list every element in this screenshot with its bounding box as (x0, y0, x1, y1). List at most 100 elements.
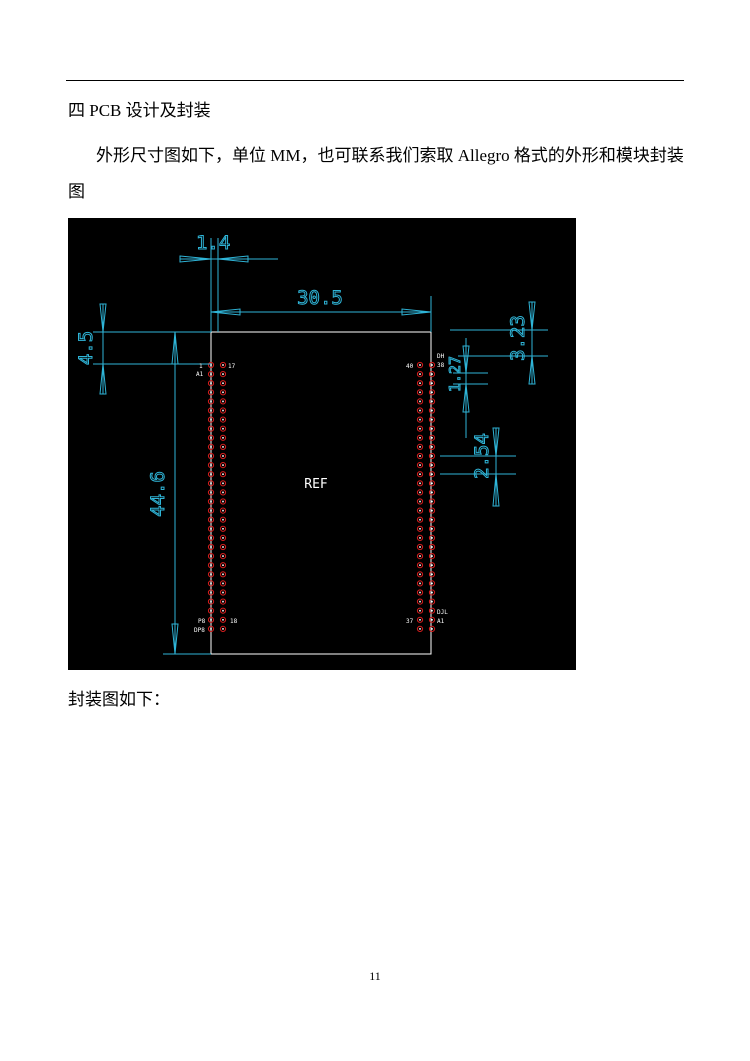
pad (219, 498, 227, 505)
pad (207, 407, 215, 414)
pad-center (419, 582, 421, 585)
pad-center (419, 600, 421, 603)
dim-2-54: 2.54 (471, 433, 493, 479)
pad (219, 361, 227, 369)
pad-center (210, 518, 212, 521)
pad-center (431, 564, 433, 566)
pad-center (419, 619, 421, 621)
pad-center (419, 628, 421, 630)
pad-center (210, 619, 212, 621)
pad (219, 471, 227, 478)
pad-center (431, 500, 433, 503)
pad-center (210, 573, 212, 576)
pad (207, 489, 215, 496)
pad-center (210, 464, 212, 466)
pad (219, 452, 227, 460)
figure-caption: 封装图如下： (68, 690, 170, 709)
pad-center (419, 555, 421, 557)
pad (428, 407, 436, 414)
body-paragraph: 外形尺寸图如下，单位 MM，也可联系我们索取 Allegro 格式的外形和模块封… (68, 146, 684, 201)
pad (207, 562, 215, 569)
dim-44-6: 44.6 (147, 471, 169, 517)
pad-center (210, 509, 212, 512)
pad-center (419, 473, 421, 475)
pad-center (431, 573, 433, 576)
pad (428, 489, 436, 496)
pad-center (210, 500, 212, 503)
pad (416, 516, 424, 523)
pad (416, 489, 424, 496)
pin-label-left-bottom-2: DP8 (194, 627, 205, 634)
pad (219, 407, 227, 414)
pad-center (431, 582, 433, 585)
pad-center (222, 500, 224, 503)
pad-center (431, 382, 433, 384)
pad (207, 398, 215, 405)
pad-center (210, 582, 212, 585)
pad-center (210, 455, 212, 457)
pad-center (222, 382, 224, 384)
pad-center (431, 628, 433, 630)
pad (428, 562, 436, 569)
section-title: 四 PCB 设计及封装 (68, 101, 211, 120)
pad (207, 507, 215, 514)
pad (219, 534, 227, 541)
pin-label-left-bottom-num: 18 (230, 618, 238, 625)
header-rule (66, 80, 684, 81)
pin-labels: 1 A1 17 P8 DP8 18 40 DH 38 37 DJL A1 (194, 353, 448, 634)
pad (416, 616, 424, 623)
pad (428, 434, 436, 441)
pad (416, 480, 424, 487)
pad (207, 607, 215, 614)
pad (416, 371, 424, 378)
pad-center (222, 628, 224, 630)
pad-center (419, 455, 421, 457)
pad (207, 389, 215, 396)
pad (207, 443, 215, 450)
pad (416, 452, 424, 460)
pad-center (419, 609, 421, 612)
pad-center (222, 491, 224, 494)
pad (416, 398, 424, 405)
dim-3-23: 3.23 (507, 315, 529, 361)
pad-center (431, 391, 433, 394)
pad-center (210, 555, 212, 557)
pad (416, 471, 424, 478)
pad-center (222, 528, 224, 530)
pad-center (431, 528, 433, 530)
pad (219, 480, 227, 487)
pad (207, 471, 215, 478)
pad (416, 416, 424, 423)
pad (219, 543, 227, 551)
pad (219, 562, 227, 569)
pad-center (419, 537, 421, 539)
pad (219, 516, 227, 523)
dim-1-27: 1.27 (446, 356, 464, 392)
pad (416, 553, 424, 560)
pad-center (431, 619, 433, 621)
pad (219, 416, 227, 423)
pad-center (419, 382, 421, 384)
pad (428, 462, 436, 469)
pad (207, 380, 215, 387)
pad-center (222, 555, 224, 557)
pad-center (431, 518, 433, 521)
pad-center (210, 391, 212, 394)
pad-center (210, 609, 212, 612)
pad (207, 498, 215, 505)
pad-center (431, 537, 433, 539)
ref-label: REF (304, 477, 328, 492)
pad-center (210, 427, 212, 430)
pad-center (222, 600, 224, 603)
pad-center (419, 409, 421, 412)
pad (207, 452, 215, 460)
pad-center (431, 509, 433, 512)
pad-center (210, 382, 212, 384)
pad-center (419, 564, 421, 566)
pad-center (419, 464, 421, 466)
pin-label-left-bottom-1: P8 (198, 618, 206, 625)
pad (416, 589, 424, 596)
pad (219, 525, 227, 532)
pad-center (431, 446, 433, 448)
pad (416, 425, 424, 432)
